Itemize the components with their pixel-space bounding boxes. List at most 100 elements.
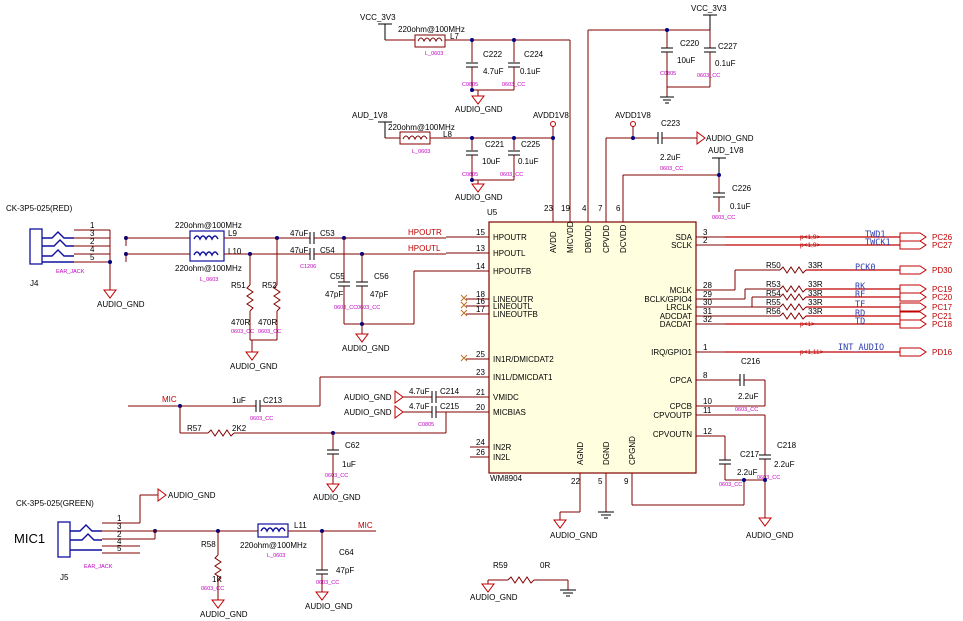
- pin-num-32: 32: [703, 315, 712, 324]
- r51-ref: R51: [231, 281, 246, 290]
- c64-value: 47pF: [336, 566, 354, 575]
- c62-pkg: 0603_CC: [325, 473, 348, 479]
- r52-value: 470R: [258, 318, 277, 327]
- ic-ref: U5: [487, 208, 498, 217]
- j5-ref: J5: [60, 573, 69, 582]
- gnd-label-2: AUDIO_GND: [455, 193, 503, 202]
- pin-num-30: 30: [703, 298, 712, 307]
- pin-vmidc: VMIDC: [493, 393, 519, 402]
- pin-num-16: 16: [476, 297, 485, 306]
- power-vcc3v3-right: VCC_3V3 C220 10uF C0805 C227 0.1uF 0603_…: [587, 4, 738, 198]
- c214-value: 4.7uF: [409, 387, 430, 396]
- pin-hpoutfb: HPOUTFB: [493, 267, 531, 276]
- l9-value: 220ohm@100MHz: [175, 221, 242, 230]
- pin-micbias: MICBIAS: [493, 408, 526, 417]
- r52-ref: R52: [262, 281, 277, 290]
- digital-interface: p<1,9> TWD1 p<1,9> TWCK1 PC26 PC27 R50 3…: [725, 230, 953, 357]
- r50-ref: R50: [766, 261, 781, 270]
- pin-num-21: 21: [476, 388, 485, 397]
- pin-dcvdd: DCVDD: [619, 224, 628, 253]
- net-vcc3v3-b: VCC_3V3: [691, 4, 727, 13]
- svg-text:1: 1: [117, 514, 122, 523]
- svg-text:5: 5: [90, 253, 95, 262]
- c225-ref: C225: [521, 140, 541, 149]
- c222-ref: C222: [483, 50, 503, 59]
- svg-text:5: 5: [117, 544, 122, 553]
- charge-pump-caps: C216 2.2uF 0603_CC C218 2.2uF 0603_CC C2…: [719, 357, 797, 540]
- l9-ref: L9: [228, 229, 237, 238]
- r54-value: 33R: [808, 289, 823, 298]
- pin-cpvoutn: CPVOUTN: [653, 430, 692, 439]
- c53-value: 47uF: [290, 229, 308, 238]
- pin-num-7: 7: [598, 204, 603, 213]
- r57-value: 2K2: [232, 424, 247, 433]
- net-mic-b: MIC: [358, 521, 373, 530]
- l8-ref: L8: [443, 130, 452, 139]
- net-aud1v8-b: AUD_1V8: [708, 146, 744, 155]
- c220-ref: C220: [680, 39, 700, 48]
- pin-num-9: 9: [624, 477, 629, 486]
- ic-bottom-pins: 22 5 9 AGND DGND CPGND: [571, 436, 637, 500]
- c56-pkg: 0603_CC: [357, 305, 380, 311]
- net-rk: RK: [855, 282, 866, 292]
- gnd-label-1: AUDIO_GND: [455, 105, 503, 114]
- pin-num-31: 31: [703, 307, 712, 316]
- r59-value: 0R: [540, 561, 550, 570]
- c53-ref: C53: [320, 229, 335, 238]
- port-pd16: PD16: [932, 348, 953, 357]
- pin-lineoutl: LINEOUTL: [493, 302, 533, 311]
- c223-pkg: 0603_CC: [660, 166, 683, 172]
- net-twck1: TWCK1: [865, 238, 891, 248]
- c56-value: 47pF: [370, 290, 388, 299]
- c226-value: 0.1uF: [730, 202, 751, 211]
- port-pc18: PC18: [932, 320, 953, 329]
- pin-num-12: 12: [703, 427, 712, 436]
- c213-value: 1uF: [232, 396, 246, 405]
- c222-pkg: C0805: [462, 82, 478, 88]
- pin-num-23l: 23: [476, 368, 485, 377]
- pin-sda: SDA: [676, 233, 693, 242]
- c223-value: 2.2uF: [660, 153, 681, 162]
- port-pc27: PC27: [932, 241, 953, 250]
- port-page-twck1: p<1,9>: [800, 242, 820, 249]
- pin-lineoutr: LINEOUTR: [493, 295, 534, 304]
- port-pc17: PC17: [932, 303, 953, 312]
- pin-irq: IRQ/GPIO1: [651, 348, 692, 357]
- l10-pkg: L_0603: [200, 277, 218, 283]
- j5-pkg: EAR_JACK: [84, 564, 113, 570]
- r58-value: 1K: [212, 575, 222, 584]
- power-vcc3v3-filter: VCC_3V3 220ohm@100MHz L7 L_0603 C222 4.7…: [360, 13, 571, 198]
- pin-in1r: IN1R/DMICDAT2: [493, 355, 554, 364]
- l11-pkg: L_0603: [267, 553, 285, 559]
- svg-text:3: 3: [117, 522, 122, 531]
- r56-ref: R56: [766, 307, 781, 316]
- c217-ref: C217: [740, 450, 760, 459]
- bottom-grounds: AUDIO_GND R59 0R AUDIO_GND: [470, 480, 745, 602]
- r53-ref: R53: [766, 280, 781, 289]
- j4-part: CK-3P5-025(RED): [6, 204, 73, 213]
- gnd-label-8: AUDIO_GND: [344, 393, 392, 402]
- net-twd1: TWD1: [865, 230, 885, 240]
- l11-ref: L11: [294, 521, 307, 530]
- port-pd30: PD30: [932, 266, 953, 275]
- net-avdd1v8-b: AVDD1V8: [615, 111, 651, 120]
- pin-num-1: 1: [703, 343, 708, 352]
- c221-value: 10uF: [482, 157, 500, 166]
- c214-ref: C214: [440, 387, 460, 396]
- gnd-label-14: AUDIO_GND: [470, 593, 518, 602]
- gnd-label-15: AUDIO_GND: [746, 531, 794, 540]
- net-int-audio: INT_AUDIO: [838, 343, 884, 353]
- c218-value: 2.2uF: [774, 460, 795, 469]
- c226-pkg: 0603_CC: [712, 215, 735, 221]
- ic-left-pins: 15 13 14 18 16 17 25 23 21 20 24 26 HPOU…: [446, 228, 554, 462]
- ic-body: [488, 221, 697, 474]
- c225-value: 0.1uF: [518, 157, 539, 166]
- c54-value: 47uF: [290, 246, 308, 255]
- pin-dbvdd: DBVDD: [584, 225, 593, 253]
- l10-value: 220ohm@100MHz: [175, 264, 242, 273]
- c64-pkg: 0603_CC: [316, 580, 339, 586]
- c224-value: 0.1uF: [520, 67, 541, 76]
- c225-pkg: 0603_CC: [500, 172, 523, 178]
